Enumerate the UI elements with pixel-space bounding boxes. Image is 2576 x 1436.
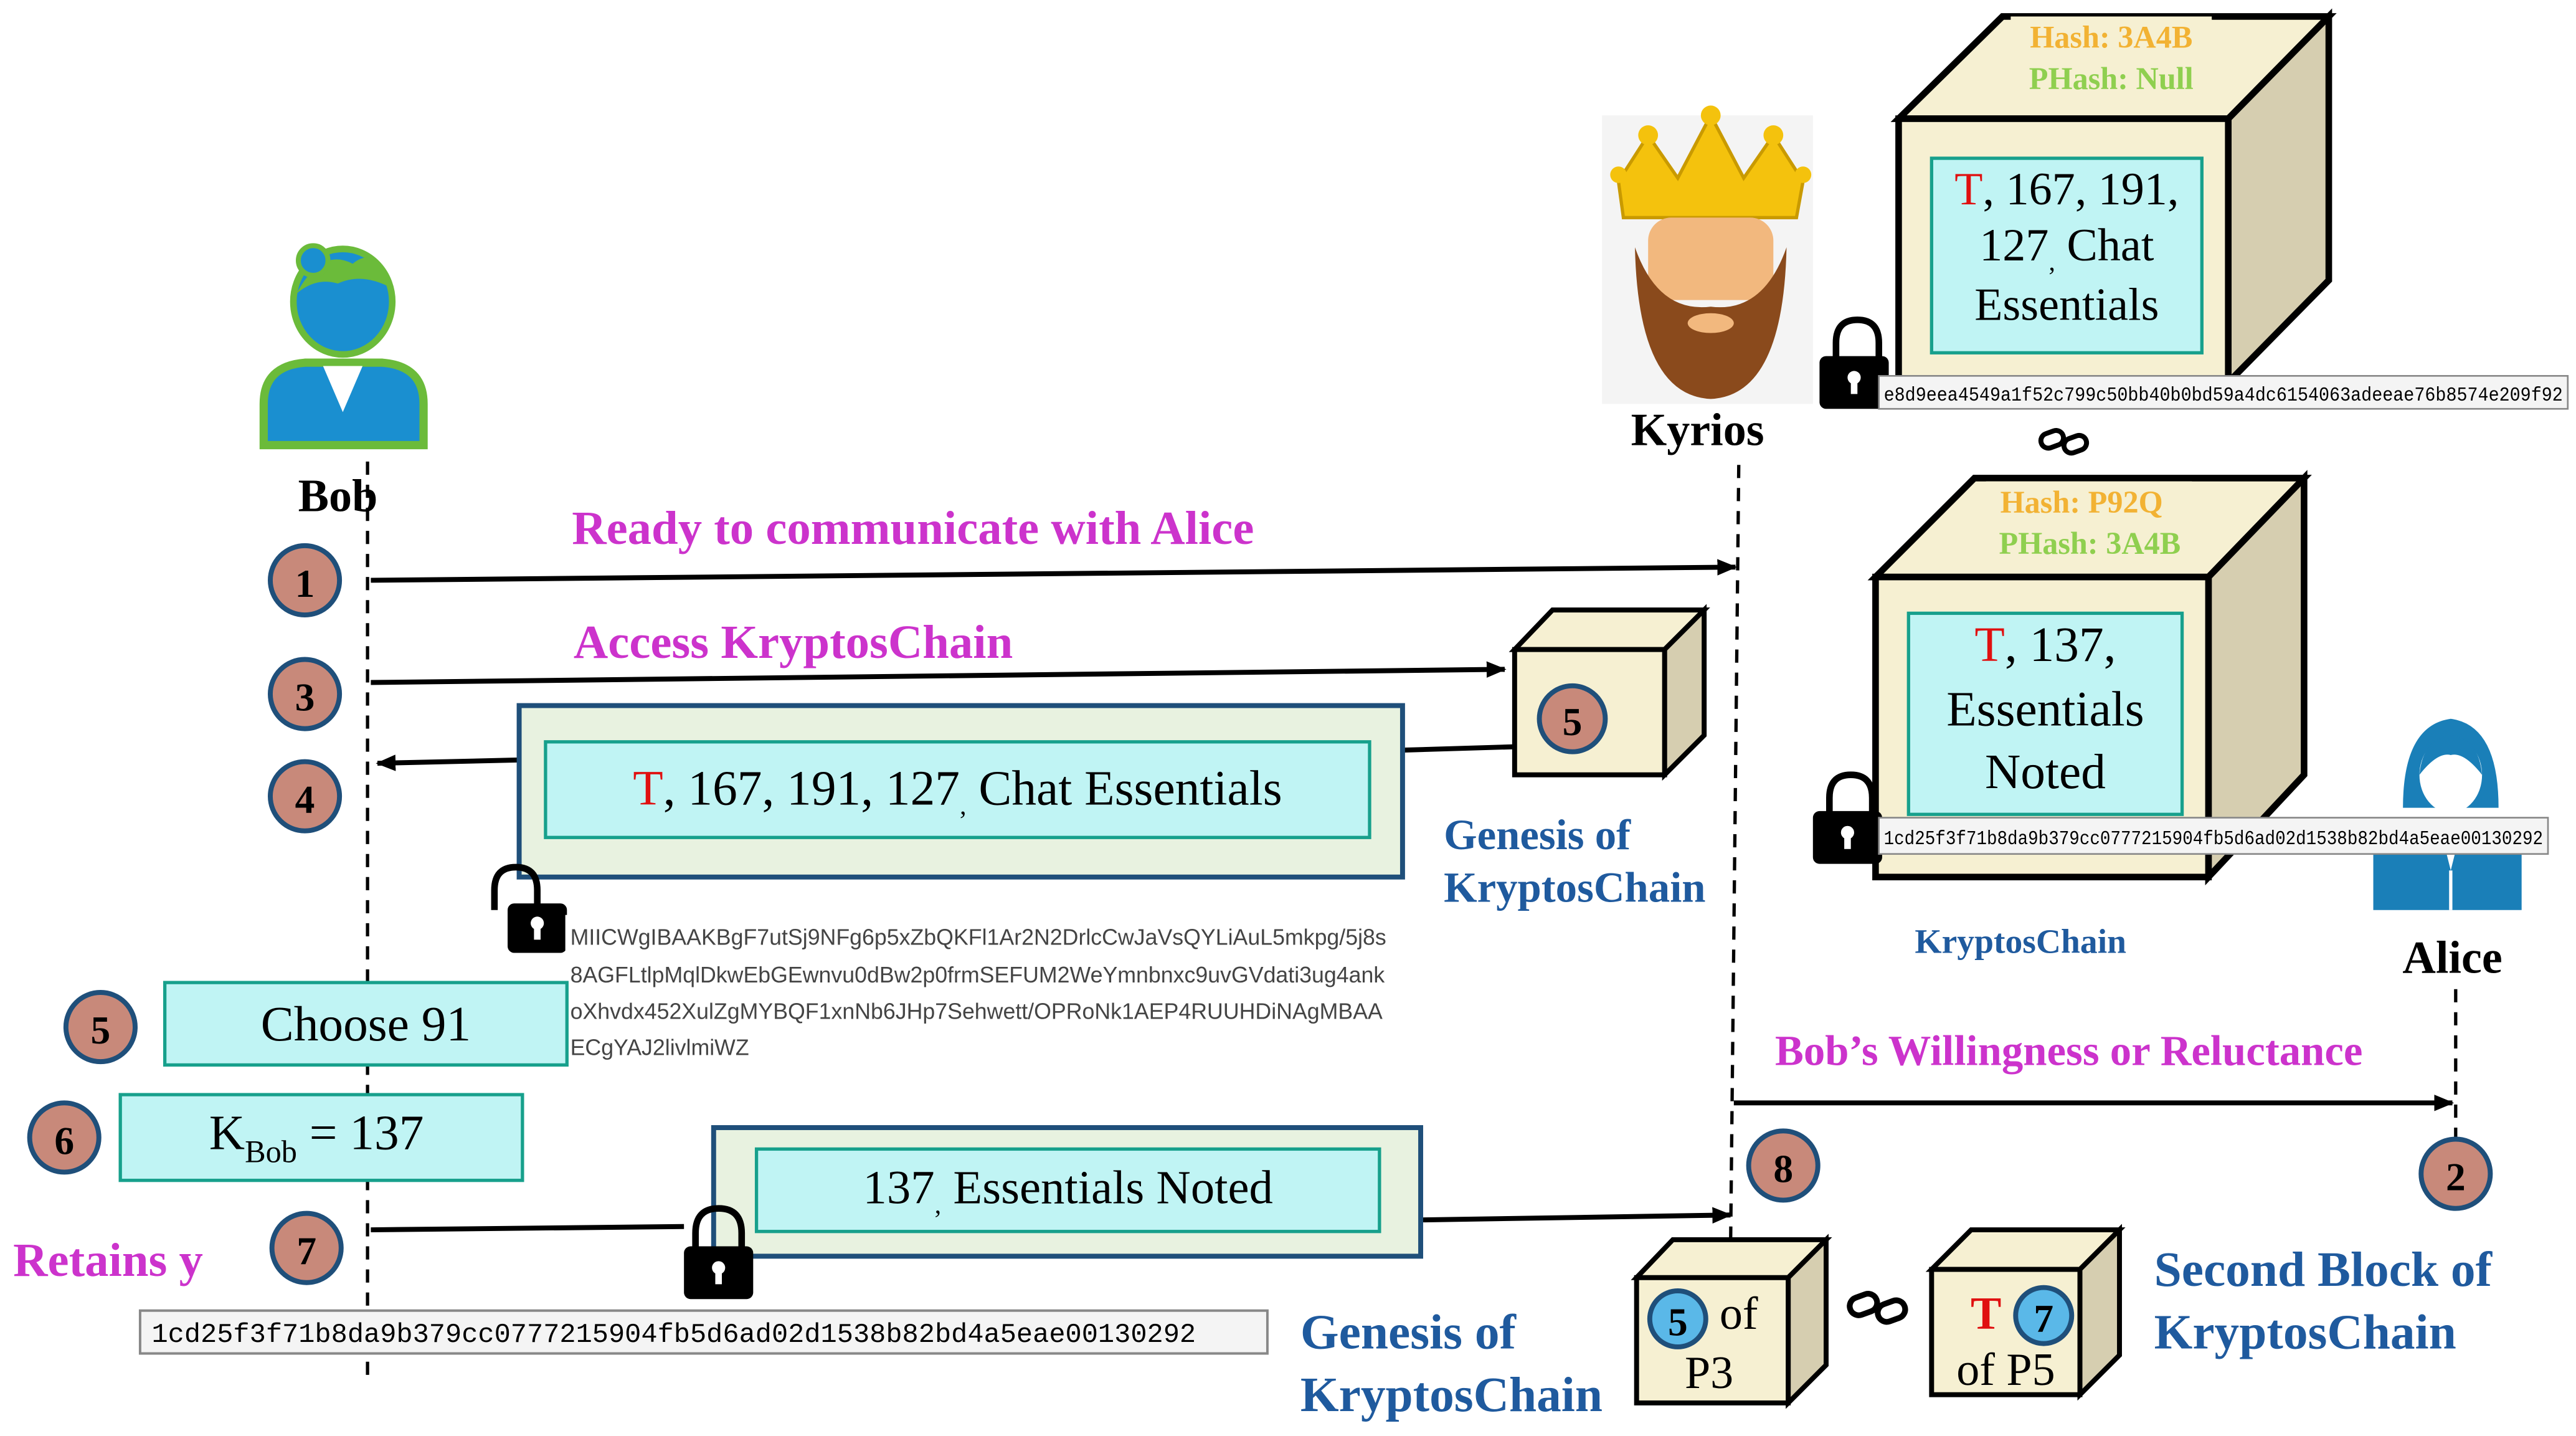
genesis-label-3: Genesis of <box>1300 1305 1517 1360</box>
bob-hash-box: 1cd25f3f71b8da9b379cc0777215904fb5d6ad02… <box>138 1309 1269 1355</box>
svg-text:T, 167, 191, 127, Chat Essenti: T, 167, 191, 127, Chat Essentials <box>633 761 1282 820</box>
arrow-step7-a <box>371 1224 684 1233</box>
svg-text:7: 7 <box>2034 1296 2053 1341</box>
step-8-badge: 8 <box>1746 1128 1821 1203</box>
svg-text:e8d9eea4549a1f52c799c50bb40b0b: e8d9eea4549a1f52c799c50bb40b0bd59a4dc615… <box>1884 384 2563 407</box>
genesis-label-1: Genesis of <box>1444 811 1631 858</box>
second-block-label-2: KryptosChain <box>2154 1305 2456 1360</box>
svg-text:KBob = 137: KBob = 137 <box>209 1105 424 1169</box>
svg-text:of: of <box>1720 1288 1758 1339</box>
svg-text:5: 5 <box>91 1008 111 1052</box>
genesis-cube: 5 <box>1508 604 1710 781</box>
kyrios-lifeline <box>1728 465 1741 1253</box>
chain-link-icon <box>2038 427 2090 456</box>
step-3-badge: 3 <box>268 657 343 731</box>
block-1-cube: Hash: 3A4B PHash: Null T, 167, 191, 127,… <box>1890 8 2337 391</box>
chat-essentials-box: T, 167, 191, 127, Chat Essentials <box>516 703 1405 880</box>
kyrios-avatar-icon <box>1602 105 1813 404</box>
svg-text:6: 6 <box>54 1118 74 1163</box>
message-ready: Ready to communicate with Alice <box>572 502 1254 554</box>
svg-text:T, 167, 191,: T, 167, 191, <box>1954 164 2179 215</box>
arrow-step7-b <box>1420 1207 1733 1224</box>
arrow-access <box>371 661 1507 685</box>
kyrios-label: Kyrios <box>1631 404 1764 455</box>
essentials-noted-box: 137, Essentials Noted <box>711 1125 1423 1259</box>
step-1-badge: 1 <box>268 543 343 618</box>
svg-text:oXhvdx452XulZgMYBQF1xnNb6JHp7S: oXhvdx452XulZgMYBQF1xnNb6JHp7Sehwett/OPR… <box>571 999 1383 1024</box>
step-4-badge: 4 <box>268 759 343 834</box>
svg-text:of P5: of P5 <box>1956 1344 2055 1396</box>
kbob-box: KBob = 137 <box>118 1093 524 1182</box>
chain-link-icon <box>1847 1291 1908 1325</box>
block-2-phash: PHash: 3A4B <box>1999 526 2181 561</box>
svg-text:8AGFLtlpMqlDkwEbGEwnvu0dBw2p0f: 8AGFLtlpMqlDkwEbGEwnvu0dBw2p0frmSEFUM2We… <box>571 963 1385 987</box>
svg-text:3: 3 <box>295 675 315 720</box>
lock-icon <box>491 863 567 953</box>
arrow-ready <box>371 559 1738 583</box>
svg-text:Noted: Noted <box>1985 744 2106 799</box>
svg-text:Essentials: Essentials <box>1946 682 2144 736</box>
step-6-badge: 6 <box>27 1100 102 1175</box>
svg-text:8: 8 <box>1773 1146 1793 1191</box>
chat-t: T <box>633 761 663 815</box>
alice-label: Alice <box>2402 932 2502 983</box>
svg-text:Essentials: Essentials <box>1974 279 2159 330</box>
svg-text:2: 2 <box>2446 1155 2466 1199</box>
bob-avatar-icon <box>259 243 428 450</box>
second-block-label-1: Second Block of <box>2154 1242 2493 1297</box>
public-key-block: MIICWgIBAAKBgF7utSj9NFg6p5xZbQKFl1Ar2N2D… <box>565 915 1461 1063</box>
svg-text:137, Essentials Noted: 137, Essentials Noted <box>863 1161 1273 1220</box>
lock-icon <box>1819 316 1889 409</box>
lock-icon <box>684 1205 754 1300</box>
connector-cube-chat <box>1404 744 1513 753</box>
step-7-badge: 7 <box>269 1210 344 1285</box>
svg-text:P3: P3 <box>1685 1348 1733 1399</box>
svg-text:7: 7 <box>296 1229 316 1273</box>
svg-text:1: 1 <box>295 561 315 606</box>
message-access: Access KryptosChain <box>574 616 1013 668</box>
svg-text:T, 137,: T, 137, <box>1974 617 2116 672</box>
svg-text:1cd25f3f71b8da9b379cc077721590: 1cd25f3f71b8da9b379cc0777215904fb5d6ad02… <box>151 1320 1196 1351</box>
genesis-label-2: KryptosChain <box>1444 863 1706 911</box>
message-willingness: Bob’s Willingness or Reluctance <box>1775 1027 2363 1074</box>
block-1-hash: Hash: 3A4B <box>2030 20 2192 55</box>
svg-text:4: 4 <box>295 777 315 822</box>
alice-avatar-icon <box>2373 718 2522 910</box>
svg-text:5: 5 <box>1563 700 1583 744</box>
genesis-label-4: KryptosChain <box>1300 1367 1603 1422</box>
genesis-p3-cube: 5 of P3 <box>1631 1234 1832 1409</box>
kryptoschain-label: KryptosChain <box>1915 923 2126 961</box>
svg-text:5: 5 <box>1668 1300 1688 1344</box>
svg-text:127, Chat: 127, Chat <box>1979 220 2154 277</box>
svg-text:1cd25f3f71b8da9b379cc077721590: 1cd25f3f71b8da9b379cc0777215904fb5d6ad02… <box>1884 828 2543 850</box>
step-5-badge: 5 <box>63 990 138 1065</box>
lock-icon <box>1812 771 1882 864</box>
retains-label: Retains y <box>13 1234 203 1286</box>
block-2-hash: Hash: P92Q <box>2001 485 2163 520</box>
arrow-return-chat <box>376 754 519 771</box>
choose-box: Choose 91 <box>163 981 569 1067</box>
block-1-phash: PHash: Null <box>2029 61 2194 96</box>
block-2-hash-box: 1cd25f3f71b8da9b379cc0777215904fb5d6ad02… <box>1878 817 2549 855</box>
svg-text:T: T <box>1971 1288 2001 1339</box>
step-2-badge: 2 <box>2418 1136 2493 1211</box>
block-1-hash-box: e8d9eea4549a1f52c799c50bb40b0bd59a4dc615… <box>1878 375 2569 410</box>
svg-text:Choose 91: Choose 91 <box>261 997 471 1052</box>
second-block-cube: T 7 of P5 <box>1925 1224 2126 1401</box>
svg-text:ECgYAJ2livlmiWZ: ECgYAJ2livlmiWZ <box>571 1035 749 1060</box>
svg-text:MIICWgIBAAKBgF7utSj9NFg6p5xZbQ: MIICWgIBAAKBgF7utSj9NFg6p5xZbQKFl1Ar2N2D… <box>571 925 1386 949</box>
bob-label: Bob <box>298 470 378 521</box>
